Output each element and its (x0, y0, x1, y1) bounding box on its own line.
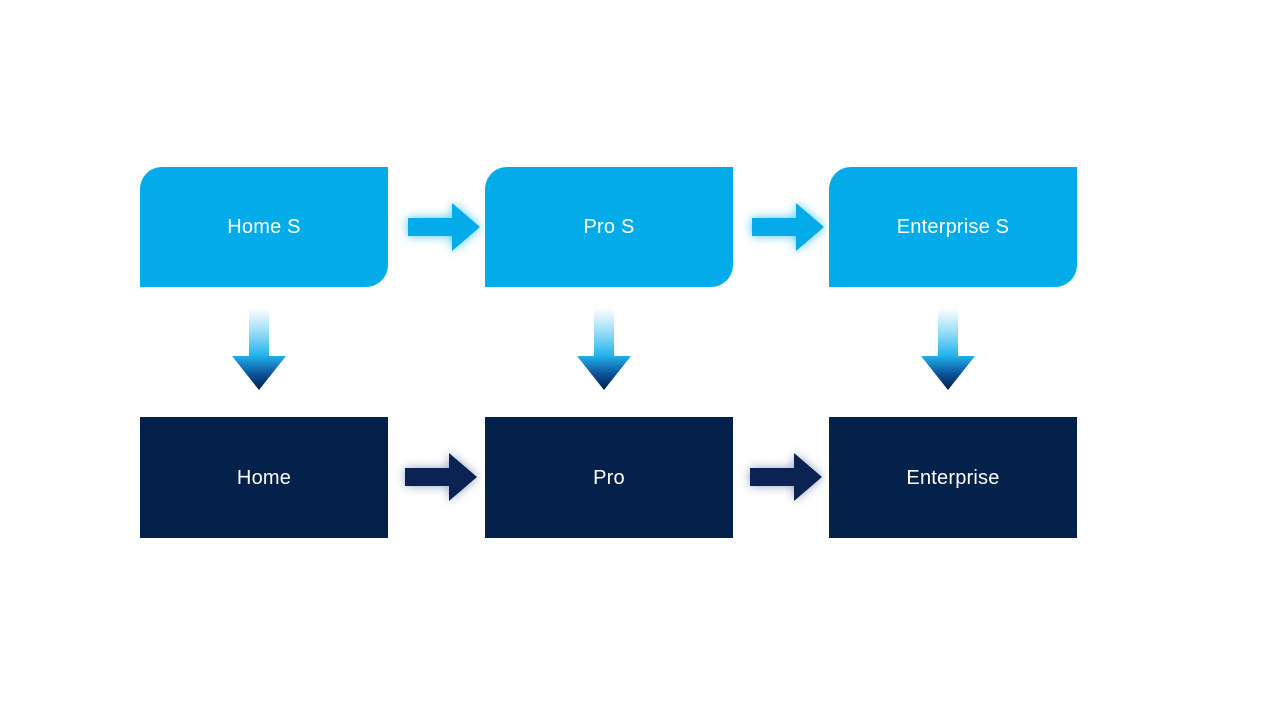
arrow-home-s-to-pro-s (408, 203, 480, 251)
node-enterprise[interactable]: Enterprise (829, 417, 1077, 538)
node-enterprise-s[interactable]: Enterprise S (829, 167, 1077, 287)
node-pro[interactable]: Pro (485, 417, 733, 538)
arrow-pro-s-to-pro (577, 308, 631, 390)
arrow-home-s-to-home (232, 308, 286, 390)
arrow-pro-s-to-enterprise-s (752, 203, 824, 251)
node-pro-s[interactable]: Pro S (485, 167, 733, 287)
node-label-home-s: Home S (227, 216, 301, 238)
arrow-home-to-pro (405, 453, 477, 501)
arrow-enterprise-s-to-enterprise (921, 308, 975, 390)
node-label-pro: Pro (593, 466, 625, 489)
node-label-enterprise-s: Enterprise S (896, 216, 1010, 238)
node-label-enterprise: Enterprise (906, 466, 1000, 489)
node-home-s[interactable]: Home S (140, 167, 388, 287)
node-home[interactable]: Home (140, 417, 388, 538)
node-label-home: Home (236, 466, 292, 489)
arrow-pro-to-enterprise (750, 453, 822, 501)
node-label-pro-s: Pro S (583, 216, 635, 238)
